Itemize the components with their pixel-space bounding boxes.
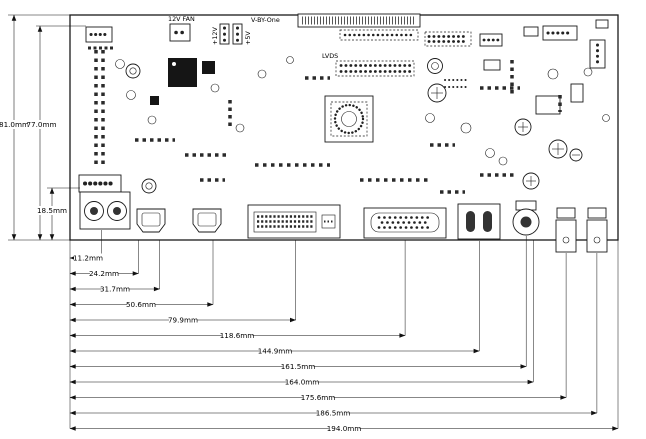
- regulator-ic: [168, 58, 197, 87]
- dim-left-18: 18.5mm: [37, 187, 80, 241]
- dim-bottom-6: 144.9mm: [69, 241, 480, 356]
- dim-bottom-2: 31.7mm: [69, 240, 160, 294]
- mounting-hole: [125, 63, 141, 79]
- hdmi-port-2: [192, 208, 222, 233]
- capacitor: [427, 83, 447, 103]
- dim-label: 194.0mm: [327, 424, 362, 433]
- dim-bottom-0: 11.2mm: [69, 230, 103, 263]
- left-pin-header: [78, 174, 122, 193]
- dim-bottom-8: 164.0mm: [69, 240, 534, 387]
- dim-label: 144.9mm: [258, 347, 293, 356]
- capacitor: [514, 118, 532, 136]
- capacitor: [522, 172, 540, 190]
- dim-bottom-3: 50.6mm: [69, 240, 214, 309]
- hdmi-port-1: [136, 208, 166, 233]
- capacitor: [548, 139, 568, 159]
- usb-port-block: [457, 203, 501, 240]
- mid-ic: [483, 59, 501, 71]
- right-ic-2: [570, 83, 584, 103]
- dim-label: 118.6mm: [220, 331, 255, 340]
- small-ic-2: [150, 96, 159, 105]
- corner-part: [595, 19, 609, 29]
- lvds-header: [335, 60, 415, 77]
- vga-port: [363, 207, 447, 239]
- dimension-annotations: 81.0mm 77.0mm 18.5mm 11.2mm 24.2mm 31.7m…: [0, 14, 619, 433]
- plus5v-label: +5V: [244, 31, 252, 45]
- mounting-hole: [141, 178, 157, 194]
- top-right-connector: [542, 25, 578, 41]
- small-capacitors: [115, 56, 610, 166]
- dim-bottom-9: 175.6mm: [69, 253, 567, 402]
- dim-bottom-10: 186.5mm: [69, 253, 598, 418]
- lvds-label: LVDS: [322, 52, 338, 60]
- dim-bottom-1: 24.2mm: [69, 240, 139, 278]
- mounting-hole: [427, 58, 443, 74]
- dim-label: 31.7mm: [100, 285, 130, 294]
- fan-connector: [169, 23, 191, 42]
- dim-label: 164.0mm: [285, 378, 320, 387]
- power-headers: [219, 23, 243, 45]
- main-scaler-chip: [324, 95, 374, 143]
- dim-label: 11.2mm: [73, 254, 103, 263]
- dim-label: 81.0mm: [0, 120, 29, 129]
- pcb-board: 12V FAN +12V +5V V-BY-One LVDS: [69, 13, 619, 253]
- dim-label: 186.5mm: [316, 409, 351, 418]
- button-connector-2: [586, 207, 608, 253]
- dim-label: 18.5mm: [37, 206, 67, 215]
- dc-power-jack: [512, 200, 540, 236]
- dim-bottom-5: 118.6mm: [69, 240, 406, 340]
- passive-components: [88, 46, 562, 194]
- dim-label: 161.5mm: [281, 362, 316, 371]
- dim-bottom-11: 194.0mm: [69, 240, 619, 433]
- dim-bottom-7: 161.5mm: [69, 236, 527, 371]
- fan-label: 12V FAN: [168, 15, 195, 23]
- top-left-connector: [85, 26, 113, 43]
- button-connector-1: [555, 207, 577, 253]
- top-small-part: [523, 26, 539, 37]
- plus12v-label: +12V: [211, 27, 219, 45]
- capacitor: [569, 148, 583, 162]
- right-vertical-connector: [589, 39, 606, 69]
- dim-bottom-4: 79.9mm: [69, 240, 297, 325]
- dotted-header: [424, 31, 472, 47]
- vbyone-connector: [297, 13, 421, 28]
- dvi-port: [247, 204, 341, 239]
- dim-label: 50.6mm: [126, 300, 156, 309]
- dim-left-81: 81.0mm: [0, 14, 70, 241]
- dim-label: 79.9mm: [168, 316, 198, 325]
- vbyone-label: V-BY-One: [251, 16, 280, 24]
- dim-left-77: 77.0mm: [26, 25, 86, 241]
- dim-label: 77.0mm: [26, 120, 56, 129]
- dim-label: 175.6mm: [301, 393, 336, 402]
- vbyone-aux-header: [339, 29, 419, 41]
- dim-label: 24.2mm: [89, 269, 119, 278]
- audio-jack-block: [79, 191, 131, 230]
- small-ic-1: [202, 61, 215, 74]
- top-connector-a: [479, 33, 503, 47]
